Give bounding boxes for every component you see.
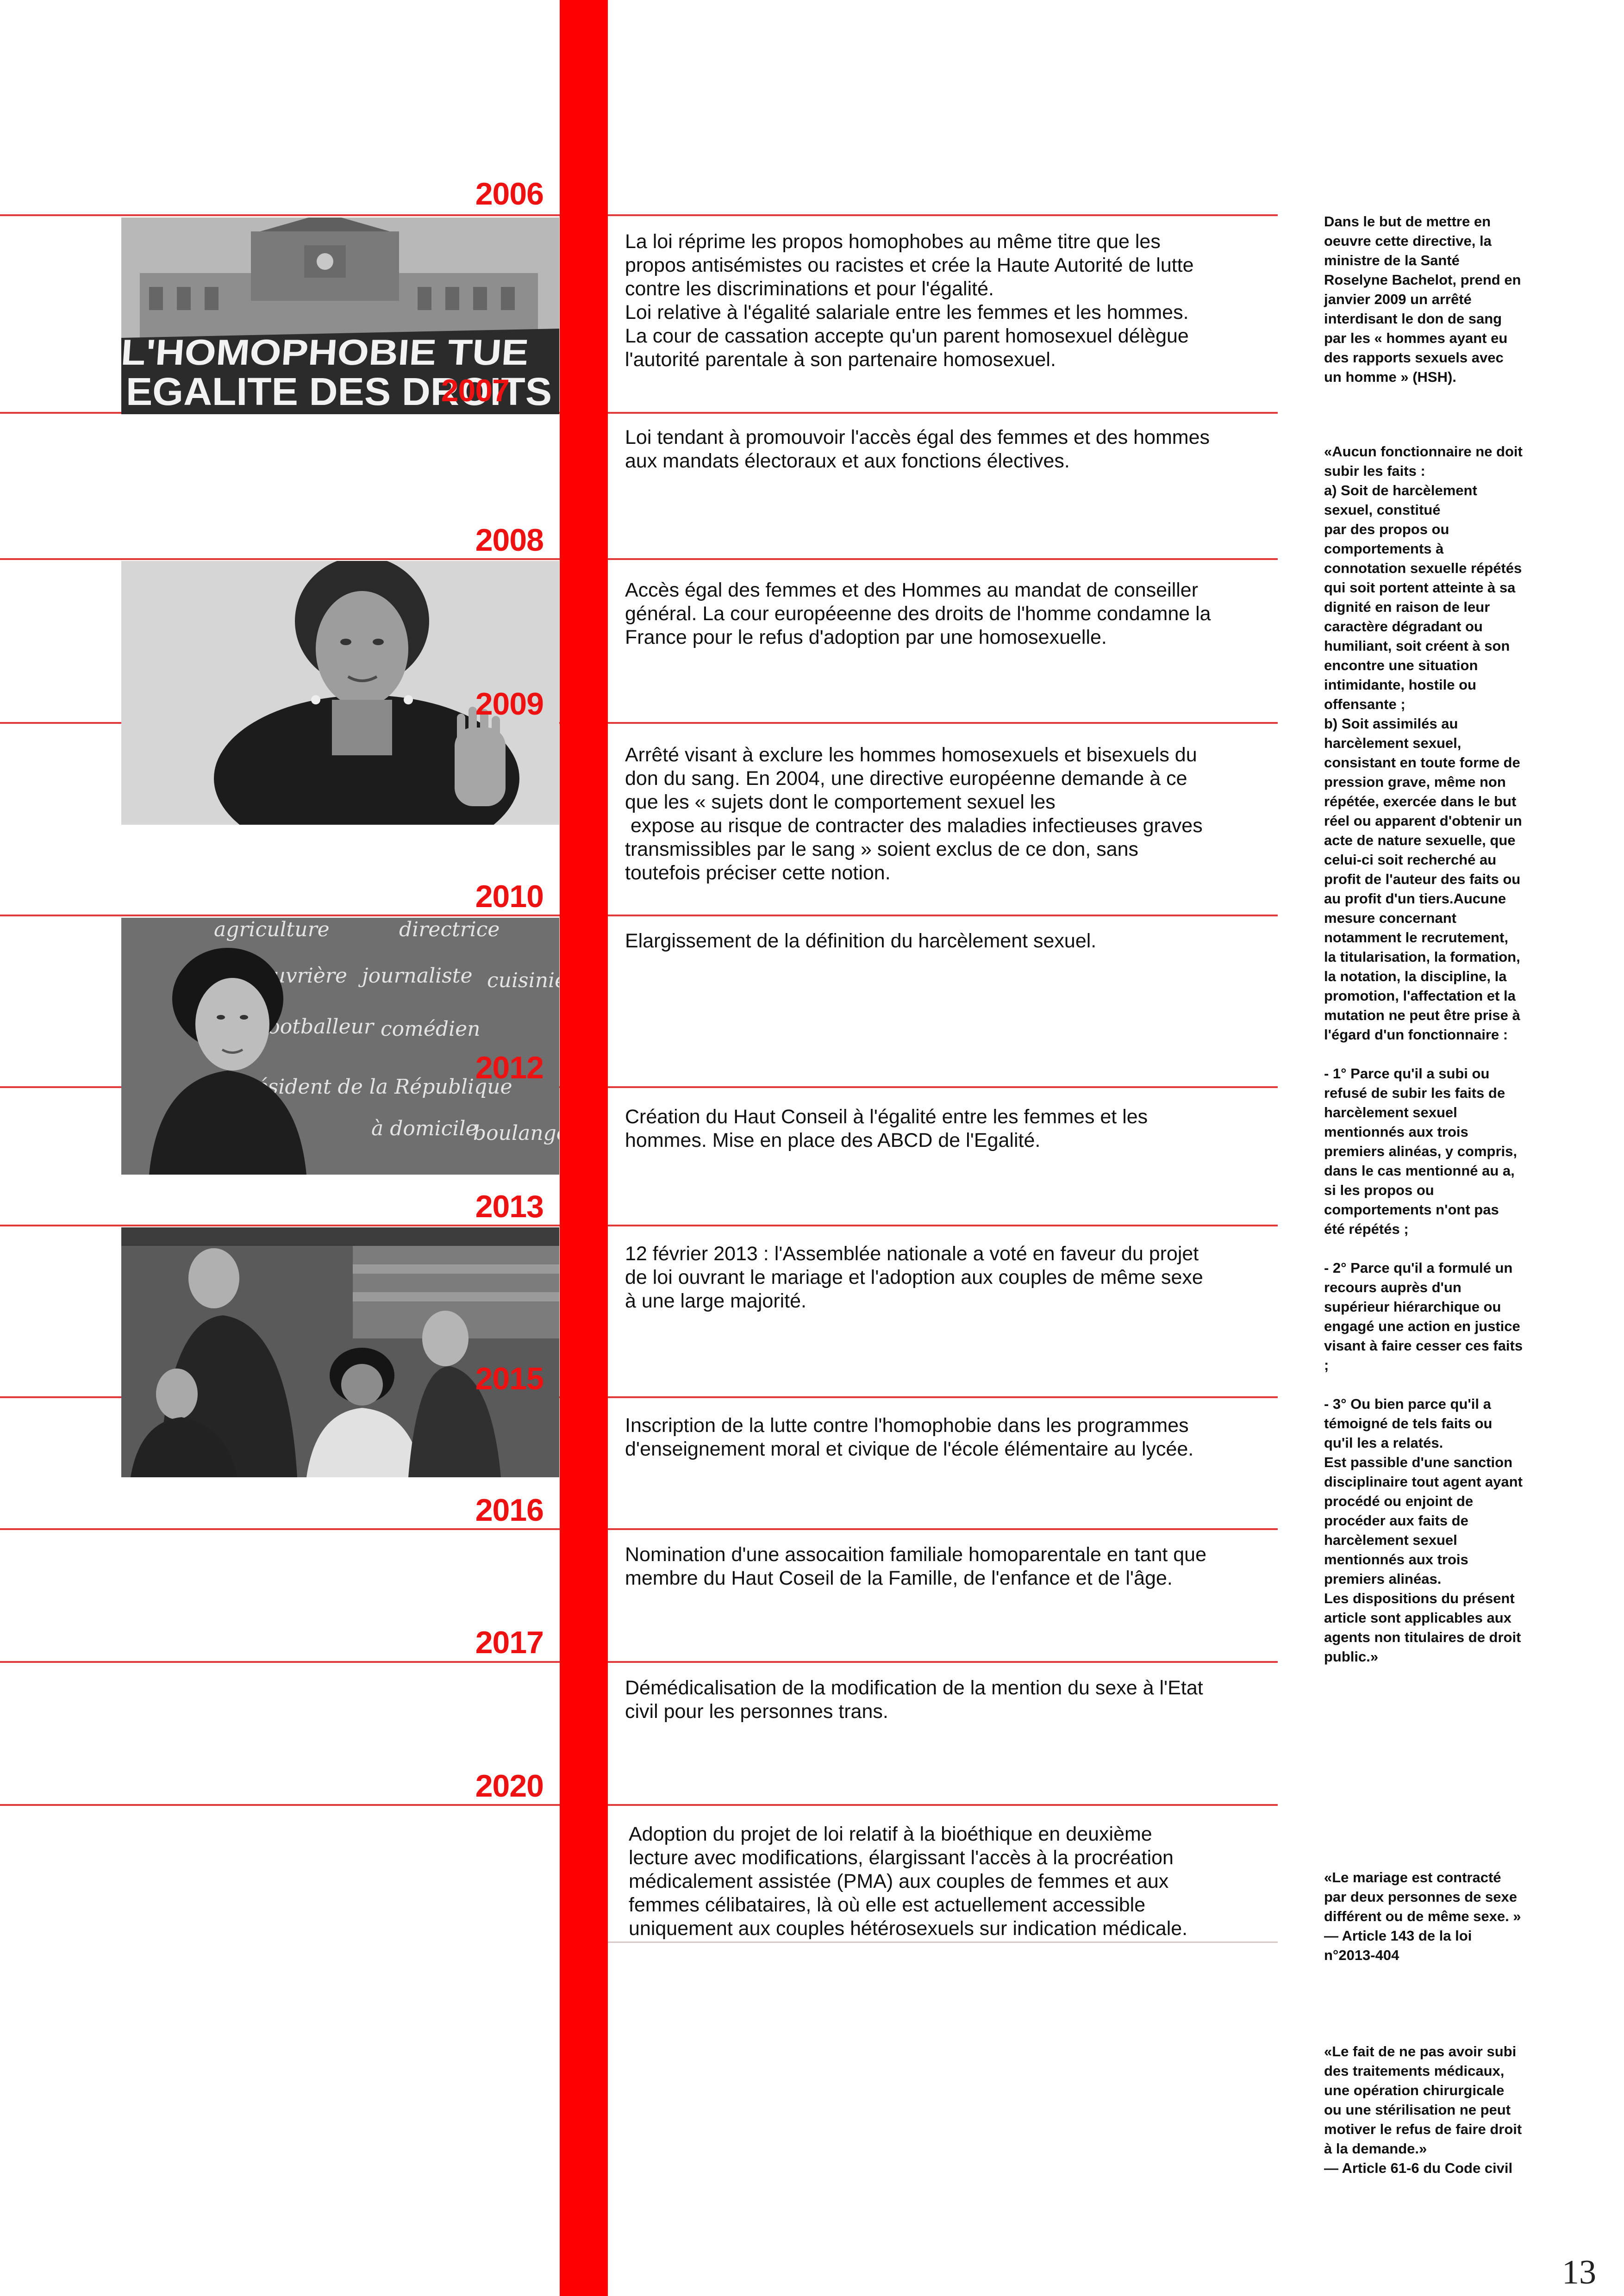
chalk-word-2: directrice: [399, 918, 500, 941]
sidenote-etat-civil: «Le fait de ne pas avoir subi des traite…: [1324, 2043, 1522, 2176]
photo-chalkboard: agriculture directrice ouvrière journali…: [121, 918, 559, 1175]
chalk-word-10: boulanger: [473, 1121, 559, 1145]
rule-2012: [0, 1086, 1278, 1088]
year-label-2006: 2006: [475, 176, 544, 212]
photo-protest-banner: L'HOMOPHOBIE TUE EGALITE DES DROITS: [121, 218, 559, 414]
year-label-2017: 2017: [475, 1625, 544, 1660]
photo-assembly: [121, 1227, 559, 1477]
photo-portrait-minister: [121, 561, 559, 825]
chalk-word-5: cuisinière: [487, 969, 559, 992]
timeline-entry-2006: La loi réprime les propos homophobes au …: [625, 230, 1194, 371]
rule-2016: [0, 1528, 1278, 1530]
year-label-2010: 2010: [475, 879, 544, 914]
rule-2013: [0, 1225, 1278, 1226]
rule-2017: [0, 1661, 1278, 1663]
year-label-2013: 2013: [475, 1189, 544, 1224]
year-label-2007: 2007: [441, 373, 510, 408]
timeline-entry-2009: Arrêté visant à exclure les hommes homos…: [625, 744, 1203, 884]
rule-2015: [0, 1396, 1278, 1398]
sidenote-don-du-sang: Dans le but de mettre en oeuvre cette di…: [1324, 213, 1525, 385]
year-label-2015: 2015: [475, 1361, 544, 1396]
sidenote-mariage: «Le mariage est contracté par deux perso…: [1324, 1869, 1521, 1963]
rule-2020: [0, 1804, 1278, 1806]
timeline-entry-2017: Démédicalisation de la modification de l…: [625, 1677, 1209, 1723]
banner-line-1: L'HOMOPHOBIE TUE: [121, 332, 530, 373]
chalk-word-7: comédien: [381, 1017, 481, 1041]
year-label-2012: 2012: [475, 1050, 544, 1085]
year-label-2009: 2009: [475, 686, 544, 722]
timeline-entry-2015: Inscription de la lutte contre l'homopho…: [625, 1414, 1194, 1460]
timeline-axis: [560, 0, 608, 2296]
chalk-word-4: journaliste: [358, 964, 473, 988]
banner-line-2: EGALITE DES DROITS: [126, 370, 552, 413]
timeline-entry-2016: Nomination d'une assocaition familiale h…: [625, 1543, 1212, 1589]
rule-2010: [0, 915, 1278, 916]
timeline-entry-2012: Création du Haut Conseil à l'égalité ent…: [625, 1106, 1154, 1151]
timeline-entry-2010: Elargissement de la définition du harcèl…: [625, 930, 1097, 952]
timeline-entry-2007: Loi tendant à promouvoir l'accès égal de…: [625, 426, 1215, 472]
rule-2006: [0, 214, 1278, 216]
chalk-word-8: Président de la République: [232, 1075, 512, 1099]
rule-2009: [0, 722, 1278, 724]
year-label-2016: 2016: [475, 1493, 544, 1528]
chalk-word-9: à domicile: [371, 1117, 478, 1140]
timeline-entry-2008: Accès égal des femmes et des Hommes au m…: [625, 579, 1217, 648]
rule-2007: [0, 412, 1278, 414]
page-number: 13: [1562, 2253, 1596, 2291]
timeline-entry-2020: Adoption du projet de loi relatif à la b…: [629, 1823, 1188, 1940]
year-label-2008: 2008: [475, 523, 544, 558]
sidenote-harcelement: «Aucun fonctionnaire ne doit subir les f…: [1324, 443, 1523, 1665]
timeline-entry-2013: 12 février 2013 : l'Assemblée nationale …: [625, 1243, 1209, 1312]
chalk-word-1: agriculture: [214, 918, 330, 941]
year-label-2020: 2020: [475, 1768, 544, 1804]
rule-end: [608, 1941, 1278, 1943]
rule-2008: [0, 558, 1278, 560]
